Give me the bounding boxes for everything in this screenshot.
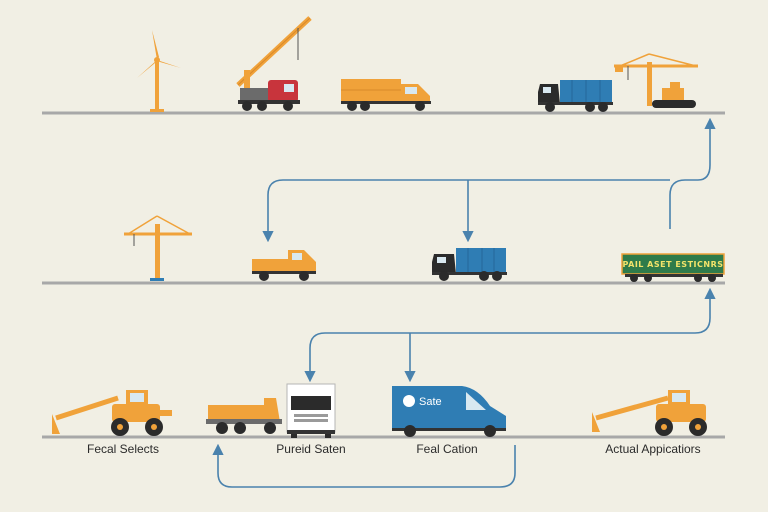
banner-text: PAIL ASET ESTICNRS [623, 260, 724, 269]
wind-turbine-icon [137, 30, 181, 112]
arrow-to-row3-box-truck [304, 332, 410, 383]
telehandler-loader-icon [592, 390, 707, 436]
arrow-to-row2-pickup [262, 179, 670, 243]
van-text: Sate [419, 396, 442, 408]
tower-crane-icon [124, 215, 192, 281]
label-fecal-selects: Fecal Selects [86, 442, 160, 456]
flow-arrows [212, 117, 716, 488]
blue-container-truck-icon [538, 80, 613, 112]
label-pureid-saten: Pureid Saten [276, 442, 346, 456]
orange-box-truck-icon [341, 79, 431, 111]
arrow-bottom-loop [212, 443, 516, 488]
blue-container-truck-icon [432, 248, 507, 281]
label-feal-cation: Feal Cation [416, 442, 478, 456]
arrow-row2-to-row1 [669, 117, 716, 229]
crane-truck-icon [236, 16, 312, 111]
green-banner-trailer-icon: PAIL ASET ESTICNRS [621, 253, 725, 282]
teal-delivery-van-icon: Sate [392, 386, 506, 437]
backhoe-loader-icon [52, 390, 172, 436]
tower-crane-crawler-icon [614, 53, 698, 108]
dump-truck-icon [206, 398, 282, 434]
white-box-truck-icon [286, 383, 336, 438]
label-actual-applications: Actual Appicatiors [605, 442, 701, 456]
orange-pickup-truck-icon [252, 250, 316, 281]
arrow-row3-to-row2 [410, 287, 716, 334]
